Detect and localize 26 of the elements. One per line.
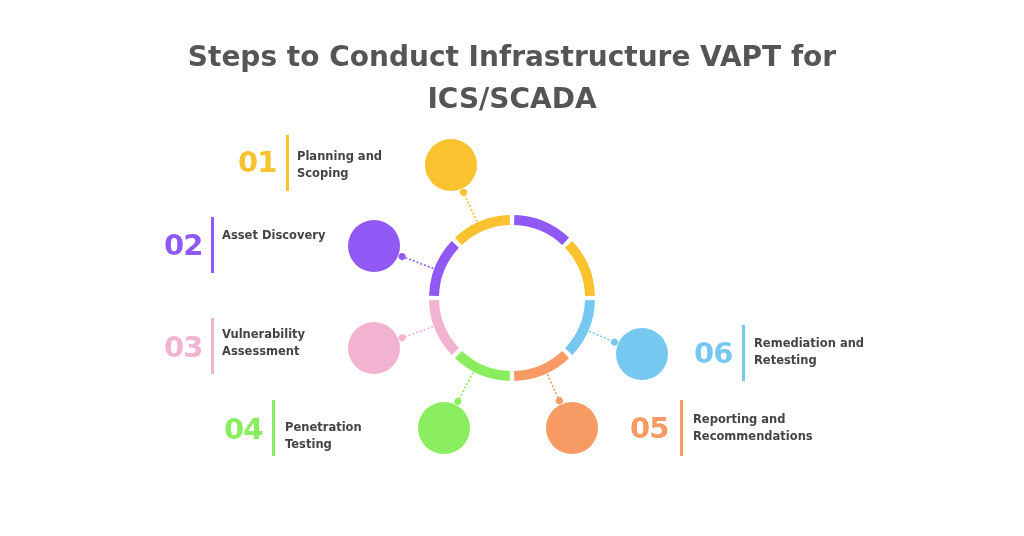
step-label: Remediation and Retesting — [754, 335, 866, 369]
dotted-connector — [588, 330, 618, 346]
step-circle — [616, 328, 668, 380]
step-circle — [348, 322, 400, 374]
step-label: Asset Discovery — [222, 227, 327, 244]
dotted-connector — [398, 325, 434, 342]
step-circle — [546, 402, 598, 454]
title: Steps to Conduct Infrastructure VAPT for ICS/SCADA — [186, 39, 838, 117]
step-circle — [348, 220, 400, 272]
step-label: Reporting and Recommendations — [693, 411, 814, 445]
step-number: 04 — [224, 411, 263, 447]
dotted-connector — [460, 188, 478, 223]
step-label: Vulnerability Assessment — [222, 326, 307, 360]
step-number: 02 — [164, 227, 203, 263]
step-label: Penetration Testing — [285, 419, 363, 453]
segmented-ring — [428, 214, 596, 382]
step-label: Planning and Scoping — [297, 148, 384, 182]
step-number: 01 — [238, 144, 277, 180]
dotted-connector — [398, 253, 435, 270]
step-number: 05 — [630, 410, 669, 446]
step-circle — [425, 139, 477, 191]
dotted-connector — [454, 371, 474, 405]
step-circle — [418, 402, 470, 454]
step-number: 06 — [694, 335, 733, 371]
step-number: 03 — [164, 329, 203, 365]
dotted-connector — [546, 373, 563, 405]
